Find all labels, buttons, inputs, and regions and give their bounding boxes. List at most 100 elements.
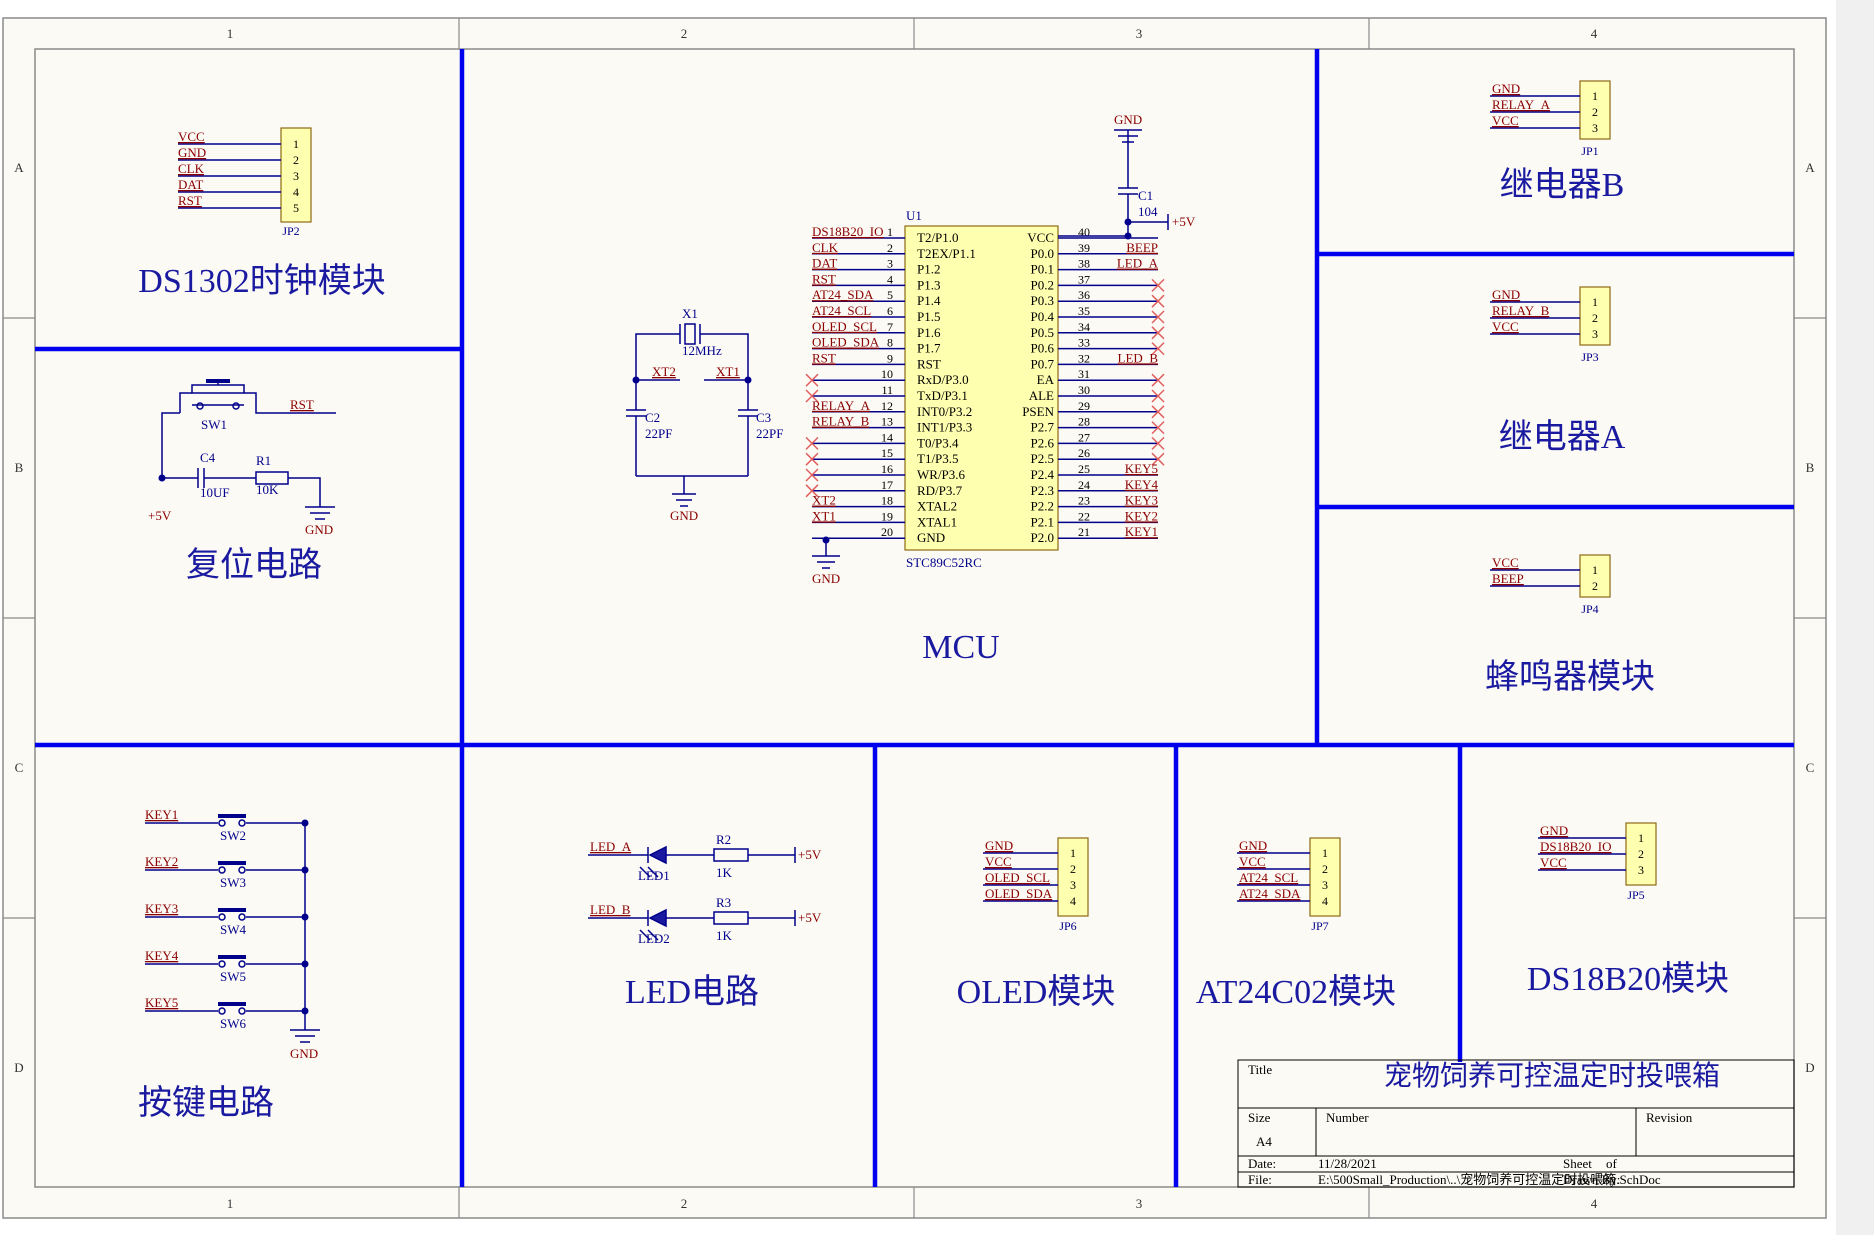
mcu-right-pin-number: 39 — [1078, 241, 1090, 255]
mcu-vcc-junction-a — [1124, 218, 1132, 226]
mcu-right-pin-name: ALE — [1029, 388, 1054, 403]
title-led: LED电路 — [625, 973, 759, 1011]
mcu-right-pin-name: P2.2 — [1031, 499, 1054, 514]
jp7-body — [1309, 837, 1341, 917]
tb-drawn-label: Drawn By: — [1563, 1172, 1620, 1187]
mcu-right-pin-number: 25 — [1078, 462, 1090, 476]
mcu-right-pin-name: P0.5 — [1031, 325, 1054, 340]
mcu-right-net-label: KEY3 — [1125, 493, 1158, 508]
module-separators — [35, 49, 1794, 1187]
mcu-right-pin-name: P2.1 — [1031, 514, 1054, 529]
mcu-right-pin-name: P2.3 — [1031, 483, 1054, 498]
mcu-left-pin-number: 9 — [887, 351, 893, 365]
mcu-left-pin-name: P1.7 — [917, 341, 941, 356]
row-label-left-C: C — [15, 760, 24, 775]
col-label-top-2: 2 — [681, 26, 688, 41]
jp2-net-5: RST — [178, 193, 202, 208]
led-row — [588, 908, 796, 941]
reset-circuit — [161, 379, 336, 520]
led-resistor-value: 1K — [716, 928, 733, 943]
no-erc-icon — [1151, 310, 1165, 324]
jp3-pin-2: 2 — [1592, 311, 1598, 325]
jp6-body — [1057, 837, 1089, 917]
c1-value: 104 — [1138, 204, 1158, 219]
vertical-scrollbar[interactable] — [1836, 0, 1874, 1235]
tb-size-label: Size — [1248, 1110, 1271, 1125]
mcu-right-pin-number: 40 — [1078, 225, 1090, 239]
jp2-pin-3: 3 — [293, 169, 299, 183]
mcu-left-net-label: RELAY_A — [812, 398, 871, 413]
mcu-right-pin-name: P2.0 — [1031, 530, 1054, 545]
tb-title: 宠物饲养可控温定时投喂箱 — [1384, 1060, 1720, 1092]
crystal-gnd: GND — [670, 508, 698, 523]
jp1-pin-2: 2 — [1592, 105, 1598, 119]
col-label-bottom-3: 3 — [1136, 1196, 1143, 1211]
key-switch-row — [145, 908, 305, 921]
x1-designator: X1 — [682, 306, 698, 321]
key-switch-designator: SW3 — [220, 875, 246, 890]
row-label-right-A: A — [1805, 160, 1815, 175]
no-erc-icon — [1151, 278, 1165, 292]
jp5-pin-3: 3 — [1638, 863, 1644, 877]
key-net-label: KEY4 — [145, 948, 179, 963]
jp2-net-4: DAT — [178, 177, 203, 192]
tb-sheet-label: Sheet — [1563, 1156, 1592, 1171]
mcu-left-pin-name: XTAL1 — [917, 514, 957, 529]
jp7-pin-4: 4 — [1322, 894, 1328, 908]
mcu-left-pin-number: 7 — [887, 320, 893, 334]
reset-gnd: GND — [305, 522, 333, 537]
row-label-right-C: C — [1806, 760, 1815, 775]
jp7-net-1: GND — [1239, 838, 1267, 853]
mcu-right-pin-number: 27 — [1078, 430, 1090, 444]
jp5-pin-1: 1 — [1638, 831, 1644, 845]
jp6-pin-4: 4 — [1070, 894, 1076, 908]
no-erc-icon — [805, 373, 819, 387]
mcu-right-pin-name: P2.7 — [1031, 420, 1055, 435]
no-erc-icon — [1151, 421, 1165, 435]
no-erc-icon — [805, 468, 819, 482]
jp1-pin-1: 1 — [1592, 89, 1598, 103]
mcu-left-pin-number: 2 — [887, 241, 893, 255]
mcu-right-pin-number: 38 — [1078, 257, 1090, 271]
mcu-left-pin-name: P1.3 — [917, 277, 940, 292]
mcu-left-pin-name: TxD/P3.1 — [917, 388, 968, 403]
title-relay-b: 继电器B — [1500, 166, 1625, 204]
header-jp1: GND RELAY_A VCC 1 2 3 JP1 — [1490, 80, 1611, 158]
jp2-net-1: VCC — [178, 129, 205, 144]
mcu-gnd-junction — [822, 536, 830, 544]
jp6-net-4: OLED_SDA — [985, 886, 1053, 901]
mcu-right-pin-name: PSEN — [1022, 404, 1054, 419]
jp4-designator: JP4 — [1581, 602, 1598, 616]
jp1-net-1: GND — [1492, 81, 1520, 96]
mcu-left-pin-name: P1.4 — [917, 293, 941, 308]
mcu-left-pin-name: T2/P1.0 — [917, 230, 959, 245]
led-vcc-label: +5V — [798, 847, 822, 862]
no-erc-icon — [1151, 436, 1165, 450]
mcu-left-pin-number: 6 — [887, 304, 893, 318]
col-label-bottom-4: 4 — [1591, 1196, 1598, 1211]
mcu-left-net-label: DS18B20_IO — [812, 224, 884, 239]
tb-date: 11/28/2021 — [1318, 1156, 1377, 1171]
mcu-right-pin-name: P0.1 — [1031, 262, 1054, 277]
mcu-right-pin-number: 31 — [1078, 367, 1090, 381]
r1-value: 10K — [256, 482, 279, 497]
col-label-bottom-1: 1 — [227, 1196, 234, 1211]
mcu-left-pin-number: 10 — [881, 367, 893, 381]
jp6-designator: JP6 — [1059, 919, 1076, 933]
no-erc-icon — [1151, 452, 1165, 466]
title-reset: 复位电路 — [186, 546, 322, 584]
mcu-left-pin-number: 15 — [881, 446, 893, 460]
tb-revision-label: Revision — [1646, 1110, 1693, 1125]
led-resistor-designator: R3 — [716, 895, 731, 910]
jp1-body — [1579, 80, 1611, 140]
mcu-right-net-label: LED_A — [1117, 256, 1159, 271]
mcu-left-net-label: OLED_SCL — [812, 319, 877, 334]
no-erc-icon — [805, 389, 819, 403]
jp6-net-3: OLED_SCL — [985, 870, 1050, 885]
mcu-right-pin-number: 32 — [1078, 351, 1090, 365]
crystal-junction-left — [632, 376, 640, 384]
mcu-right-pin-name: P0.6 — [1031, 341, 1055, 356]
led-row — [588, 845, 796, 878]
no-erc-icon — [805, 452, 819, 466]
